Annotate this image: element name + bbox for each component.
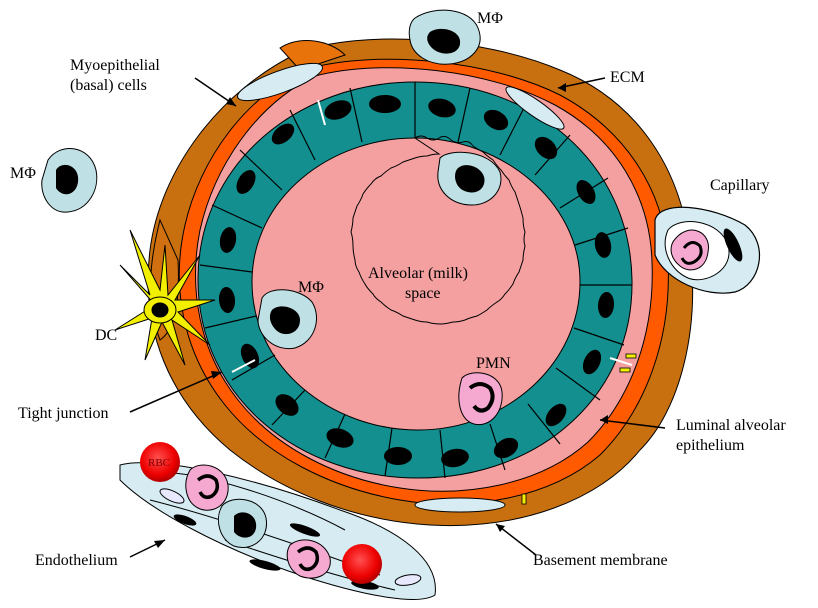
macrophage-left [41,148,98,213]
rbc-cell [342,544,382,584]
tight-junctions [231,99,633,373]
label-ecm: ECM [610,69,645,86]
label-capillary: Capillary [710,177,770,194]
macrophage-upper-right [437,151,502,206]
label-pmn: PMN [476,355,511,372]
tight-junction-markers [521,353,637,505]
label-mphi-center: MΦ [298,279,324,296]
label-alveolar-2: space [405,285,441,302]
lumen-border [350,135,526,325]
label-luminal-2: epithelium [676,437,745,454]
macrophage-center [257,289,317,350]
label-endothelium: Endothelium [35,552,118,569]
dendritic-cell [114,229,216,366]
label-basement-membrane: Basement membrane [533,552,668,569]
label-myoepithelial-2: (basal) cells [70,77,147,94]
rbc-cell [140,442,180,482]
label-myoepithelial-1: Myoepithelial [70,57,160,74]
arrowheads [154,83,608,548]
ecm-lobe [279,40,346,71]
myoepithelial-cells [237,62,565,513]
label-mphi-left: MΦ [10,165,36,182]
label-rbc: RBC [148,457,170,469]
label-mphi-top: MΦ [477,10,503,27]
label-dc: DC [95,327,117,344]
macrophage-top [408,9,481,65]
capillary [654,206,761,294]
luminal-epithelium [197,81,633,479]
pmn-cell [458,372,503,426]
label-tight-junction: Tight junction [18,405,109,422]
label-luminal-1: Luminal alveolar [676,417,786,434]
epithelial-nuclei [218,95,615,468]
label-alveolar-1: Alveolar (milk) [368,265,468,282]
